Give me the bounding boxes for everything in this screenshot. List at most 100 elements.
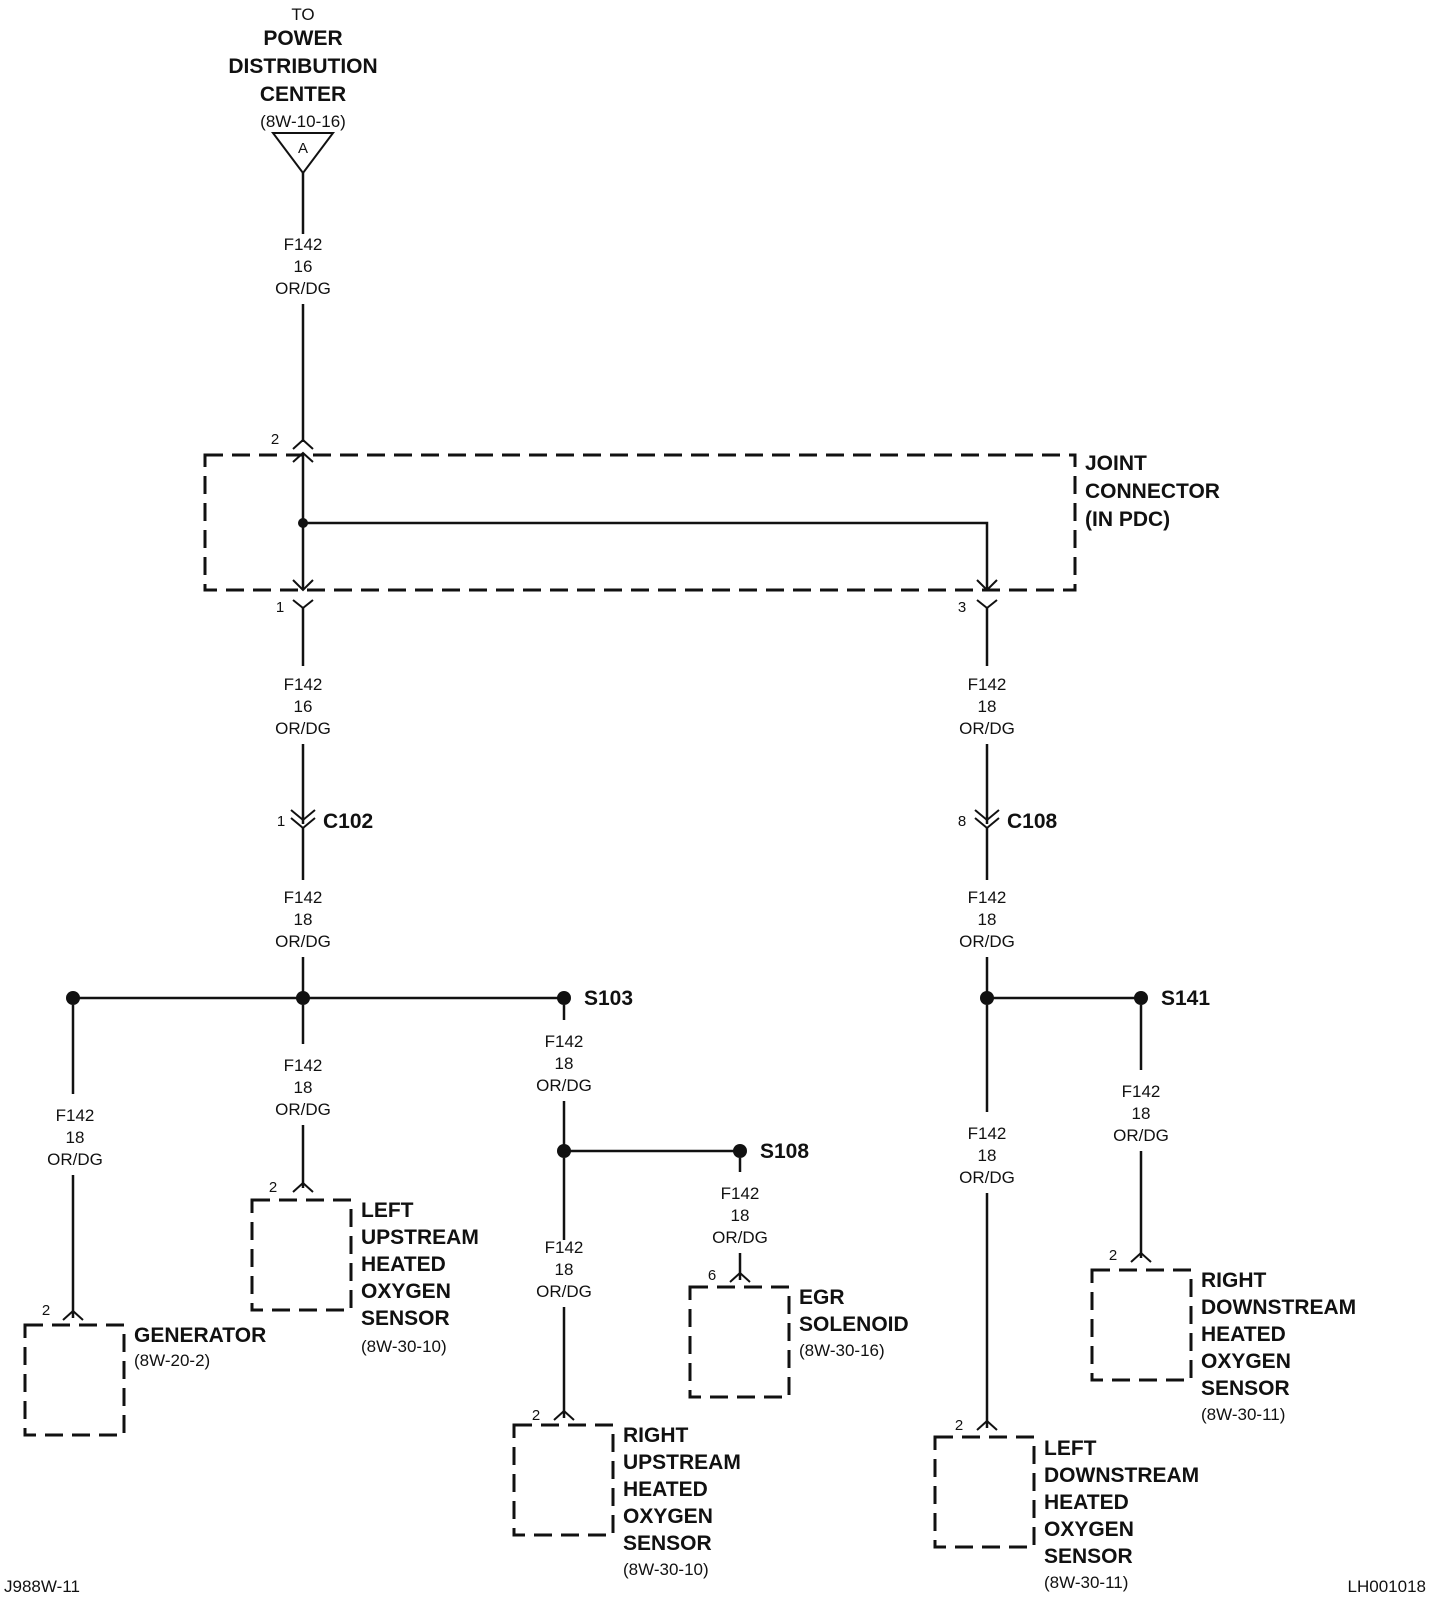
egr-terminal-icon — [729, 1271, 751, 1283]
right-upstream-line-3: HEATED — [623, 1478, 708, 1501]
joint-internal-wire-right — [303, 521, 989, 590]
s108-label: S108 — [760, 1140, 809, 1163]
wire-label-after-c108: F142 18 OR/DG — [959, 888, 1015, 951]
generator-label: GENERATOR — [134, 1324, 266, 1347]
wire-right-up-color: OR/DG — [536, 1282, 592, 1301]
joint-right-inner-arrow-icon — [976, 579, 998, 592]
generator-ref: (8W-20-2) — [134, 1351, 210, 1370]
left-upstream-line-3: HEATED — [361, 1253, 446, 1276]
s141-splice-dot — [1134, 991, 1148, 1005]
source-ref: (8W-10-16) — [260, 112, 346, 131]
footer-left-code: J988W-11 — [4, 1577, 80, 1596]
connector-c108: 8 C108 — [958, 809, 1058, 833]
generator-pin: 2 — [42, 1302, 50, 1319]
wire-right-out-gauge: 18 — [978, 697, 997, 716]
right-upstream-box — [512, 1423, 615, 1537]
wire-label-egr: F142 18 OR/DG — [712, 1184, 768, 1247]
wire-right-down-color: OR/DG — [1113, 1126, 1169, 1145]
generator-splice-dot — [66, 991, 80, 1005]
wire-label-right-up: F142 18 OR/DG — [536, 1238, 592, 1301]
source-label-line-1: POWER — [263, 27, 342, 50]
c108-label: C108 — [1007, 810, 1058, 833]
right-downstream-terminal-icon — [1130, 1251, 1152, 1263]
generator-terminal-icon — [62, 1309, 84, 1321]
wire-label-generator: F142 18 OR/DG — [47, 1106, 103, 1169]
wire-left-out-color: OR/DG — [275, 719, 331, 738]
joint-input-terminal-icon — [292, 438, 314, 450]
left-upstream-terminal-icon — [292, 1181, 314, 1193]
right-downstream-line-2: DOWNSTREAM — [1201, 1296, 1356, 1319]
wire-after-c108-color: OR/DG — [959, 932, 1015, 951]
wire-left-up-color: OR/DG — [275, 1100, 331, 1119]
left-upstream-line-2: UPSTREAM — [361, 1226, 479, 1249]
component-right-upstream-sensor: 2 RIGHT UPSTREAM HEATED OXYGEN SENSOR (8… — [512, 1407, 741, 1579]
wire-main-circuit: F142 — [284, 235, 323, 254]
wire-main-gauge: 16 — [294, 257, 313, 276]
joint-label-line-3: (IN PDC) — [1085, 508, 1170, 531]
source-label-line-2: DISTRIBUTION — [228, 55, 377, 78]
wire-s103-circuit: F142 — [545, 1032, 584, 1051]
s141-label: S141 — [1161, 987, 1210, 1010]
c108-pin: 8 — [958, 813, 966, 830]
footer-right-code: LH001018 — [1348, 1577, 1426, 1596]
wire-label-left-down: F142 18 OR/DG — [959, 1124, 1015, 1187]
wire-label-after-c102: F142 18 OR/DG — [275, 888, 331, 951]
connector-c102: 1 C102 — [277, 809, 373, 833]
wire-egr-color: OR/DG — [712, 1228, 768, 1247]
generator-box — [23, 1323, 126, 1437]
c108-terminal-upper-icon — [974, 809, 1000, 822]
right-upstream-line-4: OXYGEN — [623, 1505, 713, 1528]
wire-left-down-circuit: F142 — [968, 1124, 1007, 1143]
egr-ref: (8W-30-16) — [799, 1341, 885, 1360]
wire-generator-gauge: 18 — [66, 1128, 85, 1147]
right-downstream-line-3: HEATED — [1201, 1323, 1286, 1346]
egr-line-1: EGR — [799, 1286, 845, 1309]
wire-generator-color: OR/DG — [47, 1150, 103, 1169]
right-downstream-pin: 2 — [1109, 1247, 1117, 1264]
wire-label-left-out: F142 16 OR/DG — [275, 675, 331, 738]
left-downstream-terminal-icon — [976, 1419, 998, 1431]
s108-splice-dot — [733, 1144, 747, 1158]
wire-left-down-color: OR/DG — [959, 1168, 1015, 1187]
source-connector-letter: A — [298, 140, 308, 157]
component-left-downstream-sensor: 2 LEFT DOWNSTREAM HEATED OXYGEN SENSOR (… — [933, 1417, 1199, 1592]
c102-pin: 1 — [277, 813, 285, 830]
wire-right-out-circuit: F142 — [968, 675, 1007, 694]
left-downstream-line-5: SENSOR — [1044, 1545, 1133, 1568]
wire-label-right-out: F142 18 OR/DG — [959, 675, 1015, 738]
wire-right-up-gauge: 18 — [555, 1260, 574, 1279]
wire-after-c102-circuit: F142 — [284, 888, 323, 907]
wire-left-out-gauge: 16 — [294, 697, 313, 716]
wire-generator-circuit: F142 — [56, 1106, 95, 1125]
joint-label-line-2: CONNECTOR — [1085, 480, 1220, 503]
source-power-distribution-center: TO POWER DISTRIBUTION CENTER (8W-10-16) … — [228, 5, 378, 175]
wire-label-s103: F142 18 OR/DG — [536, 1032, 592, 1095]
left-upstream-ref: (8W-30-10) — [361, 1337, 447, 1356]
wire-after-c108-circuit: F142 — [968, 888, 1007, 907]
wire-right-out-color: OR/DG — [959, 719, 1015, 738]
wire-left-up-gauge: 18 — [294, 1078, 313, 1097]
wire-after-c108-gauge: 18 — [978, 910, 997, 929]
right-downstream-line-5: SENSOR — [1201, 1377, 1290, 1400]
left-downstream-pin: 2 — [955, 1417, 963, 1434]
right-downstream-line-4: OXYGEN — [1201, 1350, 1291, 1373]
right-center-splice-dot — [980, 991, 994, 1005]
joint-right-terminal-icon — [976, 599, 998, 610]
wire-left-up-circuit: F142 — [284, 1056, 323, 1075]
source-label-line-3: CENTER — [260, 83, 346, 106]
left-center-splice-dot — [296, 991, 310, 1005]
left-downstream-box — [933, 1435, 1036, 1549]
wire-s103-color: OR/DG — [536, 1076, 592, 1095]
left-upstream-line-1: LEFT — [361, 1199, 414, 1222]
component-right-downstream-sensor: 2 RIGHT DOWNSTREAM HEATED OXYGEN SENSOR … — [1090, 1247, 1356, 1424]
wire-right-down-circuit: F142 — [1122, 1082, 1161, 1101]
component-egr-solenoid: 6 EGR SOLENOID (8W-30-16) — [688, 1267, 909, 1399]
left-upstream-line-5: SENSOR — [361, 1307, 450, 1330]
wire-main-color: OR/DG — [275, 279, 331, 298]
right-downstream-line-1: RIGHT — [1201, 1269, 1267, 1292]
wire-left-out-circuit: F142 — [284, 675, 323, 694]
left-downstream-line-2: DOWNSTREAM — [1044, 1464, 1199, 1487]
egr-pin: 6 — [708, 1267, 716, 1284]
joint-connector-box — [203, 453, 1077, 592]
